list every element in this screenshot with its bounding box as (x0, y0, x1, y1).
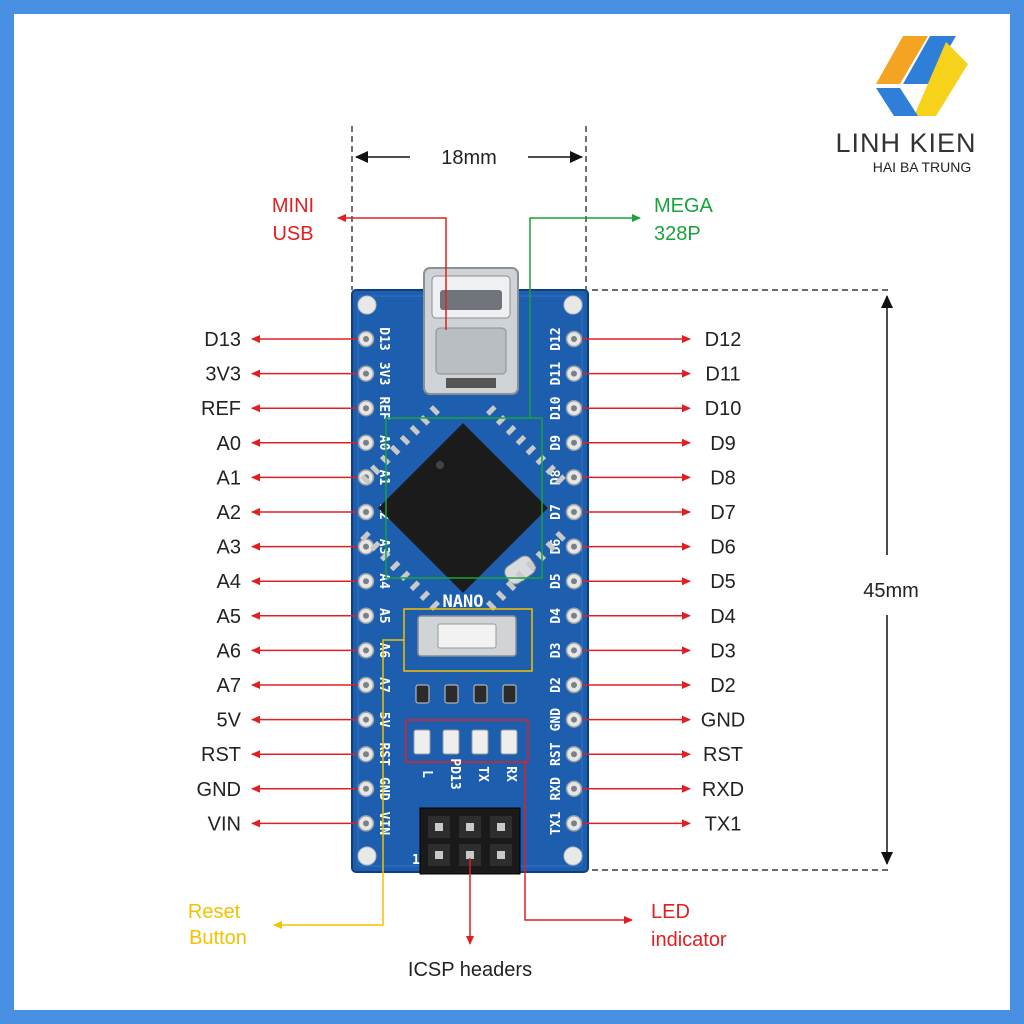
pin-label-right: D4 (710, 606, 736, 628)
led-label: PD13 (447, 758, 462, 789)
led-row (413, 729, 518, 755)
pin-label-right: D3 (710, 640, 736, 662)
mega-callout: MEGA 328P (529, 195, 714, 418)
pin-label-right: D10 (705, 398, 742, 420)
silk-label-right: D11 (549, 362, 564, 386)
silk-label-right: D4 (549, 608, 564, 624)
brand-logo: LINH KIEN HAI BA TRUNG (835, 36, 976, 175)
pin-label-left: RST (201, 744, 241, 766)
mini-usb-label: USB (272, 223, 313, 245)
mini-usb-connector (423, 267, 519, 395)
mega-label: MEGA (654, 195, 714, 217)
silk-label-right: D12 (549, 327, 564, 350)
nano-pinout-diagram: LINH KIEN HAI BA TRUNG 18mm 45mm D13 3V3R… (188, 36, 976, 981)
mount-hole (357, 295, 377, 315)
reset-button-component (417, 615, 517, 657)
led-indicator-label: indicator (651, 929, 727, 951)
width-label: 18mm (441, 147, 497, 169)
silk-label-right: D10 (549, 396, 564, 420)
silk-label-right: D5 (549, 573, 564, 589)
silk-label-left: A1 (376, 470, 391, 486)
silk-label-left: A3 (376, 539, 391, 555)
mount-hole (357, 846, 377, 866)
logo-stripe-blue-lower (876, 88, 918, 116)
icsp-pin1-label: 1 (412, 853, 420, 868)
pin-label-left: A0 (217, 433, 241, 455)
logo-stripe-blue (903, 36, 956, 84)
reset-label: Button (189, 927, 247, 949)
brand-name: LINH KIEN (835, 128, 976, 158)
height-label: 45mm (863, 580, 919, 602)
resistor-row (415, 684, 517, 704)
pin-label-right: GND (701, 710, 745, 732)
pin-label-right: TX1 (705, 813, 742, 835)
silk-label-right: RST (549, 742, 564, 766)
pin-label-right: D5 (710, 571, 736, 593)
led-label: RX (503, 766, 518, 782)
pin-label-left: 3V3 (205, 364, 241, 386)
pin-label-right: D6 (710, 537, 736, 559)
pin-label-left: A7 (217, 675, 241, 697)
pin-label-right: RXD (702, 779, 744, 801)
pin-label-right: D7 (710, 502, 736, 524)
pin-label-right: D11 (705, 364, 740, 386)
silk-label-left: REF (376, 396, 391, 420)
silk-label-left: 3V3 (376, 362, 391, 385)
led-indicator-label: LED (651, 901, 690, 923)
led-label: L (419, 770, 434, 778)
silk-label-right: GND (549, 708, 564, 732)
pin-label-right: D12 (705, 329, 742, 351)
led-label: TX (475, 766, 490, 782)
logo-stripe-orange (876, 36, 928, 84)
silk-label-right: D7 (549, 504, 564, 520)
pin-label-left: A4 (217, 571, 241, 593)
icsp-callout: ICSP headers (408, 858, 532, 981)
silk-label-right: RXD (549, 777, 564, 801)
mini-usb-label: MINI (272, 195, 314, 217)
mount-hole (563, 846, 583, 866)
pin-label-left: 5V (217, 710, 242, 732)
silk-label-left: A0 (376, 435, 391, 451)
mega-highlight-box (385, 417, 543, 579)
pin-label-left: A3 (217, 537, 241, 559)
silk-label-right: D2 (549, 677, 564, 693)
pin-label-left: A2 (217, 502, 241, 524)
icsp-label: ICSP headers (408, 959, 532, 981)
mega-label: 328P (654, 223, 701, 245)
silk-label-left: A5 (376, 608, 391, 624)
led-callout: LED indicator (524, 762, 727, 951)
silk-label-left: A4 (376, 573, 391, 589)
width-dimension: 18mm (351, 126, 587, 290)
board-name: NANO (443, 592, 484, 612)
silk-label-right: D3 (549, 643, 564, 659)
pin-label-left: VIN (208, 813, 241, 835)
pin-label-right: D9 (710, 433, 736, 455)
pin-label-left: A5 (217, 606, 241, 628)
pin-label-left: D13 (204, 329, 241, 351)
mount-hole (563, 295, 583, 315)
pin-label-right: RST (703, 744, 743, 766)
silk-label-right: D9 (549, 435, 564, 451)
pin-label-left: REF (201, 398, 241, 420)
pin-label-right: D8 (710, 467, 736, 489)
silk-label-left: D13 (376, 327, 391, 350)
brand-subtitle: HAI BA TRUNG (873, 159, 972, 175)
height-dimension: 45mm (592, 289, 919, 871)
pin-label-right: D2 (710, 675, 736, 697)
led-highlight-box (405, 719, 529, 763)
mini-usb-callout: MINI USB (272, 195, 447, 330)
pin-label-left: GND (197, 779, 241, 801)
silk-label-right: TX1 (549, 811, 564, 835)
reset-callout: Reset Button (188, 639, 404, 949)
pin-label-left: A6 (217, 640, 241, 662)
pin-label-left: A1 (217, 467, 241, 489)
reset-label: Reset (188, 901, 241, 923)
logo-stripe-yellow (914, 42, 968, 116)
